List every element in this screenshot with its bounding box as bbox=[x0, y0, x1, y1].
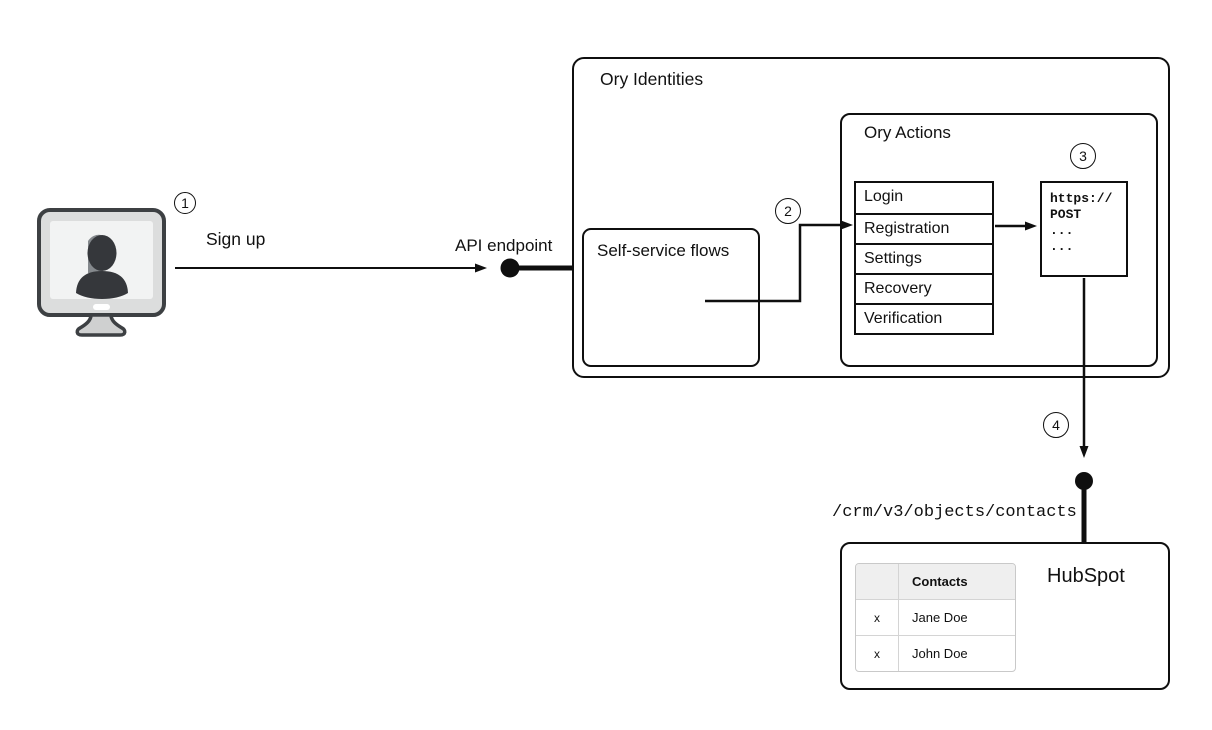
step-circle-3: 3 bbox=[1070, 143, 1096, 169]
hubspot-endpoint-dot bbox=[1075, 472, 1093, 490]
ory-identities-box bbox=[572, 57, 1170, 378]
ory-actions-title: Ory Actions bbox=[864, 123, 951, 142]
ory-actions-box bbox=[840, 113, 1158, 367]
step-number: 4 bbox=[1052, 417, 1060, 433]
flows-list: Login Registration Settings Recovery Ver… bbox=[854, 181, 994, 335]
contacts-table-row: x Jane Doe bbox=[856, 599, 1015, 635]
flow-row-settings: Settings bbox=[856, 243, 992, 273]
hubspot-box bbox=[840, 542, 1170, 690]
hubspot-endpoint-path: /crm/v3/objects/contacts bbox=[832, 503, 1077, 522]
ory-identities-title: Ory Identities bbox=[600, 69, 704, 89]
arrow-flows-to-registration bbox=[705, 220, 853, 303]
step-number: 1 bbox=[181, 195, 189, 211]
user-computer-icon bbox=[37, 208, 166, 337]
api-endpoint-label: API endpoint bbox=[455, 236, 553, 255]
webhook-code-line: POST bbox=[1050, 207, 1082, 222]
contact-name-cell: John Doe bbox=[912, 646, 968, 661]
contact-action-cell: x bbox=[856, 600, 899, 635]
flow-row-registration: Registration bbox=[856, 213, 992, 243]
contact-name-cell: Jane Doe bbox=[912, 610, 968, 625]
webhook-code-line: ... bbox=[1050, 239, 1074, 254]
self-service-flows-title: Self-service flows bbox=[597, 241, 730, 260]
flow-row-recovery: Recovery bbox=[856, 273, 992, 303]
step-number: 2 bbox=[784, 203, 792, 219]
step-circle-2: 2 bbox=[775, 198, 801, 224]
contacts-header-name-cell: Contacts bbox=[912, 574, 968, 589]
step-circle-1: 1 bbox=[174, 192, 196, 214]
api-endpoint-dot bbox=[500, 258, 520, 278]
webhook-code-line: https:// bbox=[1050, 191, 1113, 206]
flow-row-verification: Verification bbox=[856, 303, 992, 333]
contacts-header-action-cell bbox=[856, 564, 899, 599]
self-service-flows-box bbox=[582, 228, 760, 367]
signup-label: Sign up bbox=[206, 229, 266, 249]
step-circle-4: 4 bbox=[1043, 412, 1069, 438]
step-number: 3 bbox=[1079, 148, 1087, 164]
contacts-table-row: x John Doe bbox=[856, 635, 1015, 671]
contacts-table: Contacts x Jane Doe x John Doe bbox=[855, 563, 1016, 672]
flow-row-login: Login bbox=[864, 188, 904, 205]
hubspot-title: HubSpot bbox=[1047, 565, 1125, 587]
webhook-code-line: ... bbox=[1050, 223, 1074, 238]
contacts-table-header: Contacts bbox=[856, 564, 1015, 599]
contact-action-cell: x bbox=[856, 636, 899, 671]
webhook-code-box: https:// POST ... ... bbox=[1040, 181, 1128, 277]
